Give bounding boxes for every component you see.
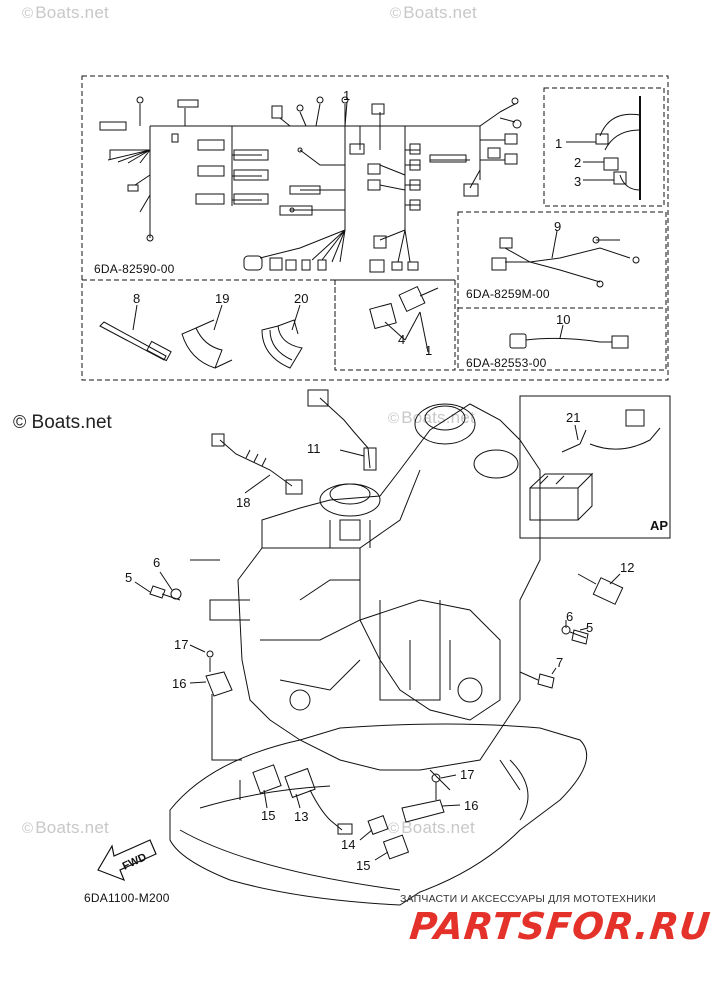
callout-19: 19 <box>215 291 230 306</box>
harness-code-main: 6DA-82590-00 <box>94 262 175 276</box>
callout-15-left: 15 <box>261 808 276 823</box>
watermark-top-left: ©Boats.net <box>22 3 109 23</box>
engine-outline <box>237 403 541 771</box>
callout-12: 12 <box>620 560 635 575</box>
callout-8: 8 <box>133 291 141 306</box>
ap-label: AP <box>650 518 669 533</box>
callout-5-left: 5 <box>125 570 133 585</box>
boats-net-label: © Boats.net <box>13 412 112 434</box>
watermark-text: Boats.net <box>401 818 475 837</box>
callout-6-left: 6 <box>153 555 161 570</box>
callout-14: 14 <box>341 837 356 852</box>
bottom-cowling <box>169 723 588 906</box>
callout-9: 9 <box>554 219 562 234</box>
harness-box-4 <box>334 279 456 371</box>
watermark-text: Boats.net <box>403 3 477 22</box>
callout-13: 13 <box>294 809 309 824</box>
harness-trunk <box>150 111 501 127</box>
fwd-arrow <box>97 839 157 882</box>
copyright-symbol: © <box>388 820 400 837</box>
copyright-symbol: © <box>22 820 34 837</box>
callout-11: 11 <box>307 441 321 456</box>
callout-20: 20 <box>294 291 309 306</box>
partsfor-tagline: ЗАПЧАСТИ И АКСЕССУАРЫ ДЛЯ МОТОТЕХНИКИ <box>400 893 656 905</box>
watermark-text: Boats.net <box>35 818 109 837</box>
harness-detail-box <box>543 87 665 207</box>
callout-3: 3 <box>574 174 582 189</box>
callout-1-detail: 1 <box>555 136 563 151</box>
watermark-bottom-right: ©Boats.net <box>388 818 475 838</box>
callout-2: 2 <box>574 155 582 170</box>
callout-15-right: 15 <box>356 858 371 873</box>
callout-10: 10 <box>556 312 571 327</box>
watermark-text: Boats.net <box>35 3 109 22</box>
callout-16-right: 16 <box>464 798 479 813</box>
callout-6-right: 6 <box>566 609 574 624</box>
diagram-code: 6DA1100-M200 <box>84 891 170 905</box>
watermark-bottom-left: ©Boats.net <box>22 818 109 838</box>
callout-1-box4: 1 <box>425 343 433 358</box>
partsfor-logo: PARTSFOR.RU <box>407 905 713 948</box>
harness-outer-box <box>81 75 669 381</box>
watermark-top-right: ©Boats.net <box>390 3 477 23</box>
boats-net-text: Boats.net <box>31 412 112 433</box>
callout-7: 7 <box>556 655 564 670</box>
callout-18: 18 <box>236 495 251 510</box>
callout-17-right: 17 <box>460 767 475 782</box>
harness-code-10: 6DA-82553-00 <box>466 356 547 370</box>
copyright-symbol: © <box>22 5 34 22</box>
callout-17-left: 17 <box>174 637 189 652</box>
copyright-symbol: © <box>388 410 400 427</box>
callout-21: 21 <box>566 410 581 425</box>
harness-code-9: 6DA-8259M-00 <box>466 287 550 301</box>
harness-sub-box-9-10 <box>457 211 667 371</box>
copyright-symbol: © <box>390 5 402 22</box>
copyright-symbol: © <box>13 412 27 432</box>
callout-4: 4 <box>398 332 406 347</box>
callout-16-left: 16 <box>172 676 187 691</box>
callout-1: 1 <box>343 88 351 103</box>
callout-5-right: 5 <box>586 620 594 635</box>
ap-box <box>519 395 671 539</box>
